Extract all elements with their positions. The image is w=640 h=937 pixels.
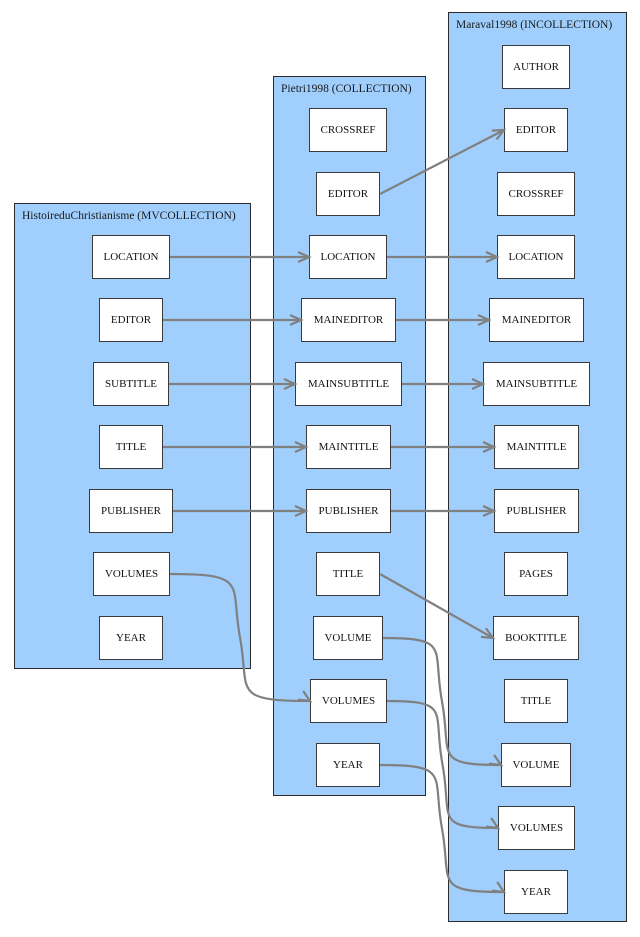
cluster-label: Pietri1998 (COLLECTION) bbox=[281, 83, 412, 95]
node-subtitle[interactable]: SUBTITLE bbox=[93, 362, 169, 406]
node-title[interactable]: TITLE bbox=[316, 552, 380, 596]
node-publisher[interactable]: PUBLISHER bbox=[306, 489, 391, 533]
node-crossref[interactable]: CROSSREF bbox=[309, 108, 387, 152]
node-maintitle[interactable]: MAINTITLE bbox=[494, 425, 579, 469]
node-volume[interactable]: VOLUME bbox=[313, 616, 383, 660]
node-volumes[interactable]: VOLUMES bbox=[310, 679, 387, 723]
node-crossref[interactable]: CROSSREF bbox=[497, 172, 575, 216]
node-volumes[interactable]: VOLUMES bbox=[498, 806, 575, 850]
node-title[interactable]: TITLE bbox=[504, 679, 568, 723]
cluster-label: HistoireduChristianisme (MVCOLLECTION) bbox=[22, 210, 236, 222]
node-title[interactable]: TITLE bbox=[99, 425, 163, 469]
cluster-label: Maraval1998 (INCOLLECTION) bbox=[456, 19, 613, 31]
node-location[interactable]: LOCATION bbox=[92, 235, 170, 279]
node-mainsubtitle[interactable]: MAINSUBTITLE bbox=[483, 362, 590, 406]
node-location[interactable]: LOCATION bbox=[309, 235, 387, 279]
node-publisher[interactable]: PUBLISHER bbox=[89, 489, 173, 533]
node-maineditor[interactable]: MAINEDITOR bbox=[301, 298, 396, 342]
node-author[interactable]: AUTHOR bbox=[502, 45, 570, 89]
node-maintitle[interactable]: MAINTITLE bbox=[306, 425, 391, 469]
node-editor[interactable]: EDITOR bbox=[99, 298, 163, 342]
node-editor[interactable]: EDITOR bbox=[316, 172, 380, 216]
node-publisher[interactable]: PUBLISHER bbox=[494, 489, 579, 533]
node-booktitle[interactable]: BOOKTITLE bbox=[493, 616, 579, 660]
node-editor[interactable]: EDITOR bbox=[504, 108, 568, 152]
node-volume[interactable]: VOLUME bbox=[501, 743, 571, 787]
node-volumes[interactable]: VOLUMES bbox=[93, 552, 170, 596]
node-year[interactable]: YEAR bbox=[504, 870, 568, 914]
node-year[interactable]: YEAR bbox=[316, 743, 380, 787]
node-location[interactable]: LOCATION bbox=[497, 235, 575, 279]
node-year[interactable]: YEAR bbox=[99, 616, 163, 660]
node-pages[interactable]: PAGES bbox=[504, 552, 568, 596]
node-mainsubtitle[interactable]: MAINSUBTITLE bbox=[295, 362, 402, 406]
node-maineditor[interactable]: MAINEDITOR bbox=[489, 298, 584, 342]
